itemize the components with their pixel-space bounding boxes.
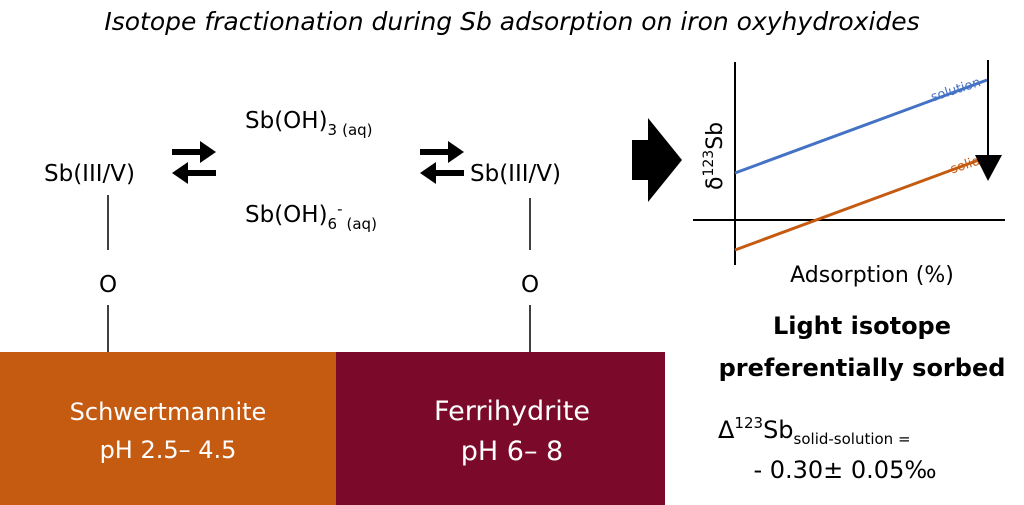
title: Isotope fractionation during Sb adsorpti… [104,7,919,36]
equilibrium-arrows-left [172,141,216,184]
left-surface-species: Sb(III/V) [44,161,135,187]
schwertmannite-ph: pH 2.5– 4.5 [100,436,237,464]
big-right-arrow-icon [632,118,682,202]
conclusion-line2: preferentially sorbed [719,354,1006,382]
down-arrow-icon [975,155,1002,181]
ferrihydrite-ph: pH 6– 8 [461,436,563,467]
solid-line [734,155,988,252]
ferrihydrite-box [336,352,665,505]
solution-label: solution [929,75,983,105]
isotope-graph: solution solid δ123Sb Adsorption (%) [693,60,1005,288]
schwertmannite-box [0,352,336,505]
fractionation-value: - 0.30± 0.05‰ [753,456,936,484]
y-axis-label: δ123Sb [701,122,728,190]
solution-line [734,78,988,175]
sboh3-species: Sb(OH)3(aq) [245,108,373,139]
oxygen-left: O [99,272,117,298]
oxygen-right: O [521,272,539,298]
sboh6-species: Sb(OH)6-(aq) [245,200,377,233]
delta-formula: Δ123Sbsolid-solution = [718,414,911,448]
x-axis-label: Adsorption (%) [790,263,954,288]
schwertmannite-label: Schwertmannite [70,398,267,426]
conclusion-line1: Light isotope [773,312,951,340]
right-surface-species: Sb(III/V) [470,161,561,187]
ferrihydrite-label: Ferrihydrite [434,396,590,427]
equilibrium-arrows-right [420,141,464,184]
